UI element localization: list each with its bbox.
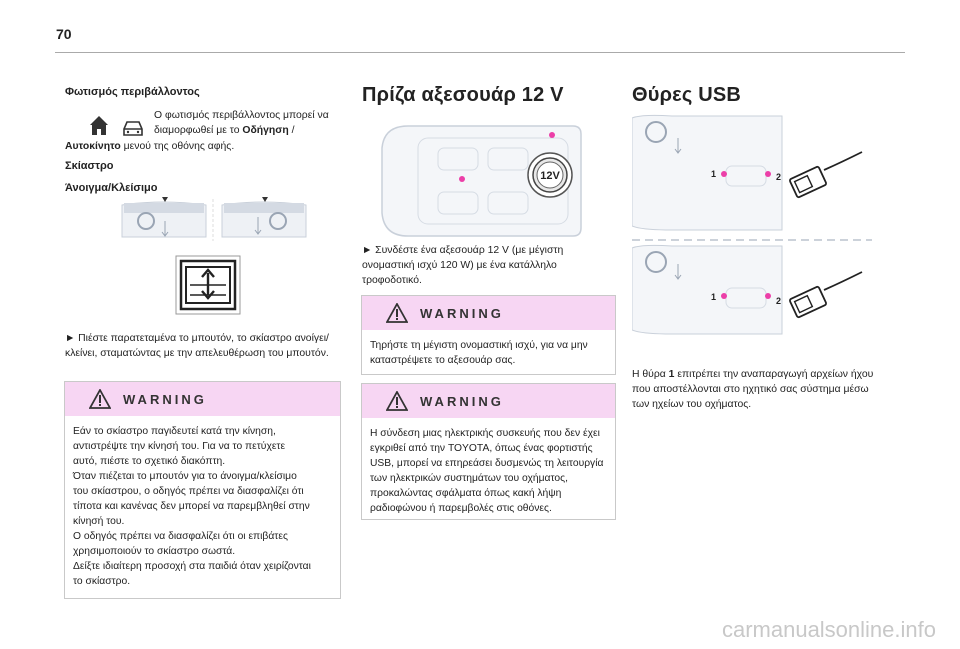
open-close-heading: Άνοιγμα/Κλείσιμο	[65, 182, 158, 194]
usb-text-line-1: Η θύρα 1 επιτρέπει την αναπαραγωγή αρχεί…	[632, 369, 874, 380]
warning-line: χρησιμοποιούν το σκίαστρο σωστά.	[73, 546, 236, 557]
port-marker-2: 2	[776, 296, 781, 306]
usb-port-dot	[765, 293, 771, 299]
usb-bottom-view: 1 2	[632, 244, 783, 335]
lighting-text-2: διαμορφωθεί με το Οδήγηση /	[154, 125, 295, 136]
port-marker-2: 2	[776, 172, 781, 182]
warning-line: Η σύνδεση μιας ηλεκτρικής συσκευής που δ…	[370, 428, 600, 439]
instruction-line: τροφοδοτικό.	[362, 275, 422, 286]
warning-line: Τηρήστε τη μέγιστη ονομαστική ισχύ, για …	[370, 340, 588, 351]
usb-ports-diagram: 1 2 1 2	[632, 114, 872, 335]
usb-plug-icon	[789, 271, 863, 319]
warning-line: αντιστρέψτε την κίνησή του. Για να το πε…	[73, 441, 286, 452]
usb-description: Η θύρα 1 επιτρέπει την αναπαραγωγή αρχεί…	[632, 367, 873, 412]
warning-line: το σκίαστρο.	[73, 576, 131, 587]
warning-line: των ηλεκτρικών συστημάτων του οχήματος,	[370, 473, 568, 484]
warning-line: κίνησή του.	[73, 516, 125, 527]
usb-plug-icon	[789, 151, 863, 199]
blind-instruction: ► Πιέστε παρατεταμένα το μπουτόν, το σκί…	[65, 333, 329, 359]
usb-top-view: 1 2	[632, 114, 783, 231]
usb-port-dot	[721, 171, 727, 177]
warning-line: προκαλώντας σφάλματα όπως κακή λήψη	[370, 488, 562, 499]
warning-line: Όταν πιέζεται το μπουτόν για το άνοιγμα/…	[73, 471, 297, 482]
device-warning-box: WARNING Η σύνδεση μιας ηλεκτρικής συσκευ…	[361, 383, 616, 520]
usb-heading: Θύρες USB	[632, 84, 742, 106]
power-warning-box: WARNING Τηρήστε τη μέγιστη ονομαστική ισ…	[361, 295, 616, 375]
warning-line: Ο οδηγός πρέπει να διασφαλίζει ότι οι επ…	[73, 531, 288, 542]
warning-line: εγκριθεί από την TOYOTA, όπως ένας φορτι…	[370, 443, 593, 454]
location-dot	[549, 132, 555, 138]
warning-icon	[89, 389, 111, 409]
warning-text: Η σύνδεση μιας ηλεκτρικής συσκευής που δ…	[362, 418, 615, 522]
menu-driving: Οδήγηση	[242, 125, 289, 136]
warning-text: Εάν το σκίαστρο παγιδευτεί κατά την κίνη…	[65, 416, 340, 595]
car-icon	[123, 121, 143, 136]
warning-text: Τηρήστε τη μέγιστη ονομαστική ισχύ, για …	[362, 330, 615, 374]
blind-open-diagram	[221, 197, 307, 238]
usb-port-dot	[765, 171, 771, 177]
socket-instruction: ► Συνδέστε ένα αξεσουάρ 12 V (με μέγιστη…	[362, 243, 563, 288]
instruction-line: ονομαστική ισχύ 120 W) με ένα κατάλληλο	[362, 260, 557, 271]
page-number: 70	[56, 26, 72, 42]
warning-label: WARNING	[123, 391, 207, 407]
home-car-icons	[90, 116, 143, 136]
socket-heading: Πρίζα αξεσουάρ 12 V	[362, 84, 564, 106]
socket-location-diagram: 12V	[381, 125, 582, 237]
usb-port-dot	[721, 293, 727, 299]
warning-label: WARNING	[420, 393, 504, 409]
lighting-text-3: Αυτοκίνητο μενού της οθόνης αφής.	[65, 141, 235, 152]
blind-heading: Σκίαστρο	[65, 160, 114, 172]
warning-line: του σκίαστρου, ο οδηγός πρέπει να διασφα…	[73, 486, 304, 497]
usb-text-line-3: των ηχείων του οχήματος.	[632, 399, 752, 410]
warning-icon	[386, 391, 408, 411]
blind-warning-box: WARNING Εάν το σκίαστρο παγιδευτεί κατά …	[64, 381, 341, 599]
sunroof-blind-illustration	[121, 197, 307, 241]
port-marker-1: 1	[711, 169, 716, 179]
socket-12v-icon: 12V	[527, 152, 573, 198]
warning-line: τίποτα και κανένας δεν μπορεί να παρεμβλ…	[73, 501, 310, 512]
header-divider	[55, 52, 905, 53]
socket-label: 12V	[540, 170, 560, 182]
location-dot	[459, 176, 465, 182]
warning-line: ραδιοφώνου ή παρεμβολές στις οθόνες.	[370, 503, 552, 514]
warning-line: Εάν το σκίαστρο παγιδευτεί κατά την κίνη…	[73, 426, 276, 437]
warning-label: WARNING	[420, 305, 504, 321]
home-icon	[90, 116, 108, 135]
watermark: carmanualsonline.info	[721, 617, 936, 642]
warning-icon	[386, 303, 408, 323]
blind-closed-diagram	[121, 197, 207, 238]
warning-line: Δείξτε ιδιαίτερη προσοχή στα παιδιά όταν…	[73, 561, 311, 572]
warning-line: USB, μπορεί να επηρεάσει δυσμενώς τη λει…	[370, 458, 604, 469]
instruction-line: ► Συνδέστε ένα αξεσουάρ 12 V (με μέγιστη	[362, 245, 564, 256]
blind-button-icon	[175, 255, 241, 315]
lighting-heading: Φωτισμός περιβάλλοντος	[65, 86, 200, 98]
port-marker-1: 1	[711, 292, 716, 302]
port-ref: 1	[668, 369, 675, 380]
lighting-text-1: Ο φωτισμός περιβάλλοντος μπορεί να	[154, 110, 329, 121]
usb-text-line-2: που αποστέλλονται στο ηχητικό σας σύστημ…	[632, 384, 869, 395]
warning-line: αυτό, πιέστε το σχετικό διακόπτη.	[73, 456, 226, 467]
menu-vehicle: Αυτοκίνητο	[65, 141, 121, 152]
warning-line: καταστρέψετε το αξεσουάρ σας.	[370, 355, 516, 366]
